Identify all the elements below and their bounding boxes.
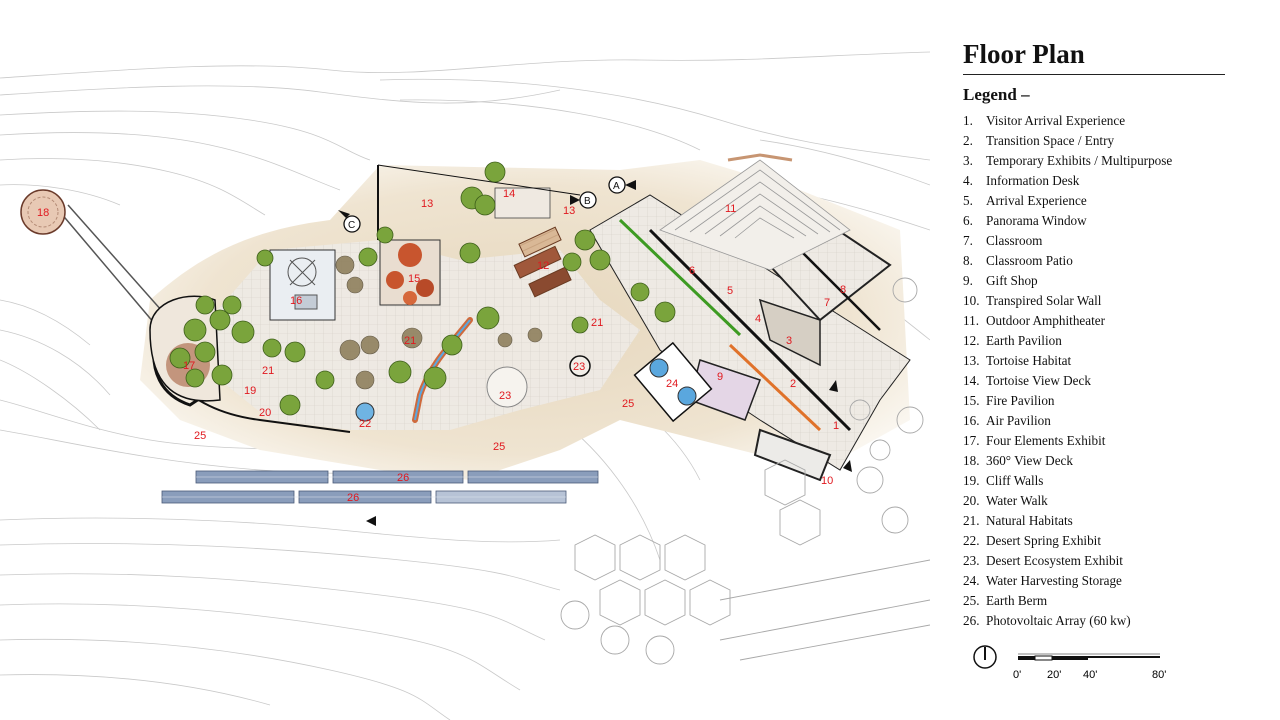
legend-item: 12.Earth Pavilion	[963, 333, 1062, 348]
plan-label: 8	[840, 284, 846, 296]
scale-and-north: 0' 20' 40' 80'	[973, 645, 1166, 681]
view-deck-360	[20, 189, 171, 331]
air-pavilion	[269, 249, 336, 321]
plan-label: 23	[499, 390, 511, 402]
section-callout-a: A	[608, 176, 636, 194]
plan-label: 23	[573, 361, 585, 373]
scale-tick-label: 80'	[1152, 669, 1166, 681]
water-harvesting-storage	[633, 341, 713, 423]
plan-label: 26	[397, 472, 409, 484]
plan-label: 4	[755, 313, 761, 325]
desert-ecosystem-dome	[569, 355, 591, 377]
legend-item: 7.Classroom	[963, 233, 1043, 248]
plan-label: 5	[727, 285, 733, 297]
plan-label: 21	[404, 335, 416, 347]
plan-label: 18	[37, 207, 49, 219]
plan-label: 21	[591, 317, 603, 329]
plan-label: 2	[790, 378, 796, 390]
plan-label: 16	[290, 295, 302, 307]
vegetation	[169, 161, 676, 416]
plan-label: 9	[717, 371, 723, 383]
photovoltaic-array	[161, 470, 599, 504]
legend-item: 15.Fire Pavilion	[963, 393, 1055, 408]
legend-item: 22.Desert Spring Exhibit	[963, 533, 1102, 548]
plan-label: 24	[666, 378, 678, 390]
scale-tick-label: 40'	[1083, 669, 1097, 681]
fire-pavilion	[379, 239, 441, 306]
legend-item: 19.Cliff Walls	[963, 473, 1044, 488]
legend-item: 1.Visitor Arrival Experience	[963, 113, 1126, 128]
legend-item: 4.Information Desk	[963, 173, 1080, 188]
legend-item: 10.Transpired Solar Wall	[963, 293, 1102, 308]
tortoise-view-deck	[377, 164, 581, 240]
title-divider	[963, 74, 1225, 75]
desert-spring-exhibit	[355, 402, 375, 422]
legend-item: 26.Photovoltaic Array (60 kw)	[963, 613, 1131, 628]
plan-label: 19	[244, 385, 256, 397]
scale-tick-label: 0'	[1013, 669, 1021, 681]
legend-item: 9.Gift Shop	[963, 273, 1038, 288]
plan-label: 14	[503, 188, 515, 200]
outdoor-amphitheater	[659, 153, 851, 271]
plan-label: 3	[786, 335, 792, 347]
plan-label: 25	[622, 398, 634, 410]
legend-item: 21.Natural Habitats	[963, 513, 1073, 528]
svg-text:A: A	[613, 181, 620, 192]
plan-label: 12	[537, 260, 549, 272]
legend-item: 2.Transition Space / Entry	[963, 133, 1115, 148]
direction-arrow-icon	[843, 460, 852, 472]
plan-label: 1	[833, 420, 839, 432]
plan-label: 11	[725, 203, 736, 215]
legend-item: 16.Air Pavilion	[963, 413, 1051, 428]
site-plan-drawing: A B C 18 16 15 14 13 13 12 11 6 5 4 7 8 …	[0, 51, 930, 720]
legend-list: 1.Visitor Arrival Experience 2.Transitio…	[963, 111, 1225, 631]
legend-item: 17.Four Elements Exhibit	[963, 433, 1106, 448]
legend-item: 24.Water Harvesting Storage	[963, 573, 1122, 588]
svg-text:B: B	[584, 196, 591, 207]
plan-labels: 18 16 15 14 13 13 12 11 6 5 4 7 8 3 2 1 …	[37, 188, 846, 504]
legend-item: 5.Arrival Experience	[963, 193, 1087, 208]
scale-bar	[1018, 653, 1160, 661]
legend-item: 11.Outdoor Amphitheater	[963, 313, 1106, 328]
plan-label: 15	[408, 273, 420, 285]
water-channel	[414, 319, 471, 421]
direction-arrow-icon	[366, 516, 376, 526]
section-callout-b: B	[570, 191, 597, 209]
plan-label: 25	[194, 430, 206, 442]
parking-area-trees	[560, 277, 930, 665]
plan-label: 13	[563, 205, 575, 217]
plan-label: 17	[183, 360, 195, 372]
legend-heading: Legend –	[963, 85, 1030, 104]
page-title: Floor Plan	[963, 39, 1085, 69]
north-arrow-icon	[973, 645, 997, 669]
legend-item: 20.Water Walk	[963, 493, 1048, 508]
legend-item: 13.Tortoise Habitat	[963, 353, 1072, 368]
legend-item: 3.Temporary Exhibits / Multipurpose	[963, 153, 1173, 168]
legend-item: 23.Desert Ecosystem Exhibit	[963, 553, 1123, 568]
earth-pavilion	[513, 226, 572, 298]
plan-label: 22	[359, 418, 371, 430]
desert-ecosystem-exhibit	[486, 366, 528, 408]
direction-arrow-icon	[829, 380, 838, 392]
legend-item: 8.Classroom Patio	[963, 253, 1073, 268]
plan-label: 25	[493, 441, 505, 453]
plan-label: 21	[262, 365, 274, 377]
legend-item: 6.Panorama Window	[963, 213, 1087, 228]
svg-text:C: C	[348, 220, 355, 231]
contour-lines	[0, 51, 930, 720]
plan-label: 10	[821, 475, 833, 487]
shrubs	[335, 255, 543, 390]
scale-tick-label: 20'	[1047, 669, 1061, 681]
plan-label: 6	[689, 265, 695, 277]
plan-label: 13	[421, 198, 433, 210]
legend-panel: Floor Plan Legend – 1.Visitor Arrival Ex…	[963, 38, 1225, 631]
plan-label: 7	[824, 297, 830, 309]
section-callout-c: C	[338, 210, 361, 233]
legend-item: 14.Tortoise View Deck	[963, 373, 1091, 388]
plan-label: 26	[347, 492, 359, 504]
legend-item: 25.Earth Berm	[963, 593, 1048, 608]
plan-label: 20	[259, 407, 271, 419]
legend-item: 18.360° View Deck	[963, 453, 1074, 468]
